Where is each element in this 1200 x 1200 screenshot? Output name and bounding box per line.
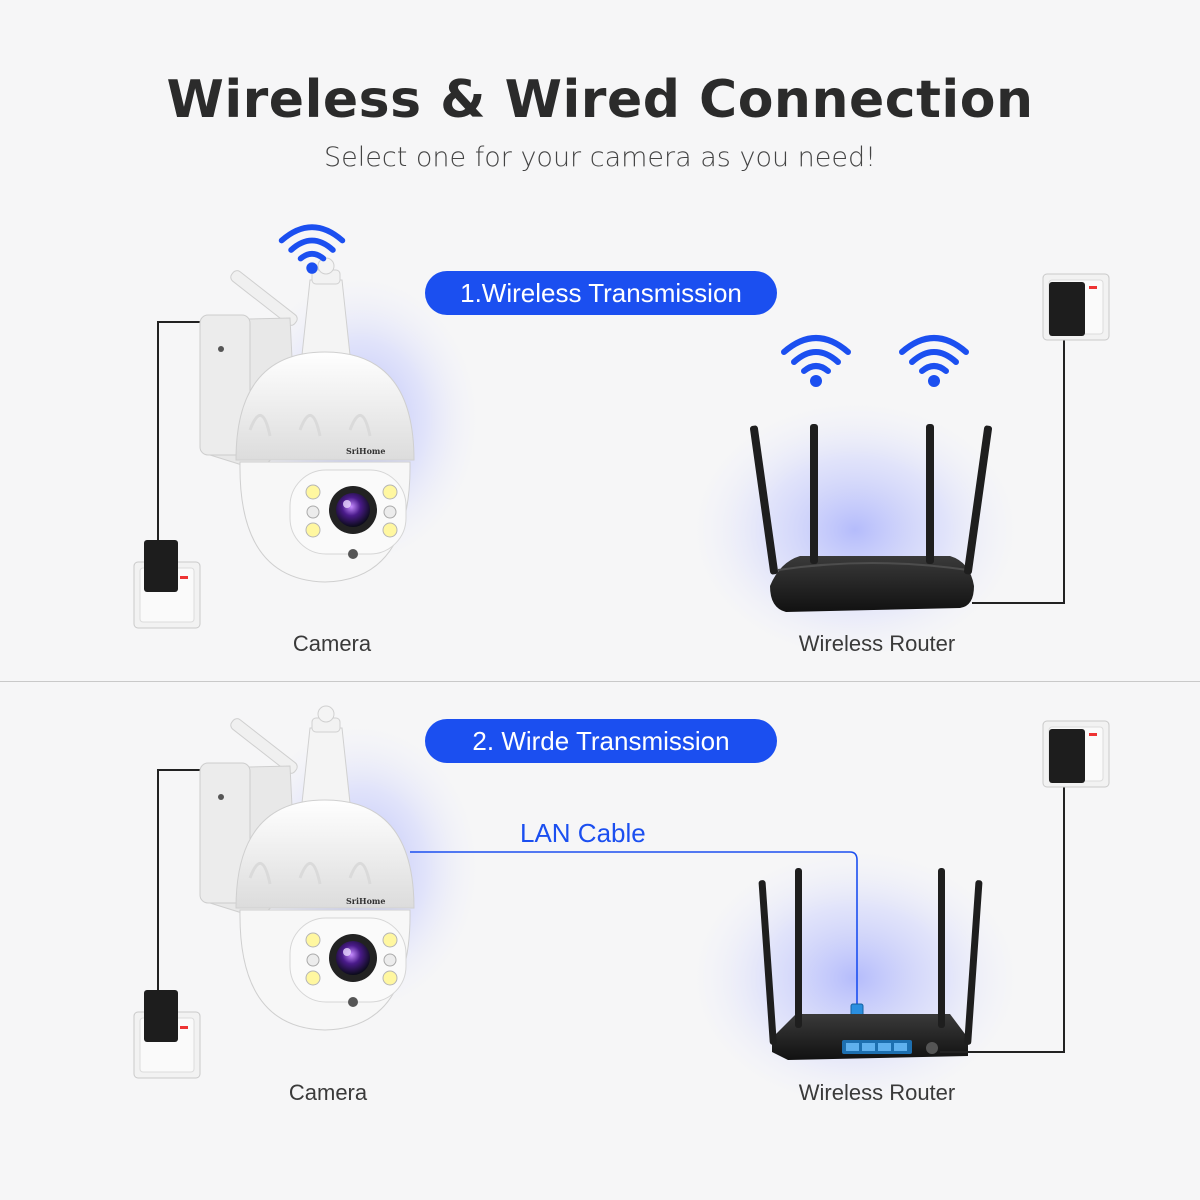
- page-subtitle: Select one for your camera as you need!: [324, 142, 876, 173]
- lan-cable-label: LAN Cable: [520, 818, 646, 848]
- power-adapter-icon: [1042, 273, 1110, 341]
- power-adapter-icon: [1042, 720, 1110, 788]
- router-label: Wireless Router: [798, 631, 956, 656]
- camera-brand: SriHome: [346, 446, 385, 456]
- power-adapter-icon: [133, 989, 201, 1079]
- power-cable: [157, 321, 216, 540]
- lan-cable: [410, 851, 858, 1012]
- power-cable: [940, 783, 1065, 1053]
- wifi-icon: [902, 338, 966, 387]
- camera-label: Camera: [292, 631, 372, 656]
- router-label: Wireless Router: [798, 1080, 956, 1105]
- power-cable: [972, 336, 1065, 604]
- router-icon: [749, 424, 993, 612]
- camera-brand: SriHome: [346, 896, 385, 906]
- wifi-icon: [784, 338, 848, 387]
- wired-transmission-badge: 2. Wirde Transmission: [425, 719, 777, 763]
- section-divider: [0, 681, 1200, 682]
- power-cable: [157, 769, 216, 990]
- power-adapter-icon: [133, 539, 201, 629]
- router-icon: [758, 868, 983, 1060]
- camera-label: Camera: [288, 1080, 368, 1105]
- wireless-transmission-badge: 1.Wireless Transmission: [425, 271, 777, 315]
- page-title: Wireless & Wired Connection: [166, 70, 1034, 130]
